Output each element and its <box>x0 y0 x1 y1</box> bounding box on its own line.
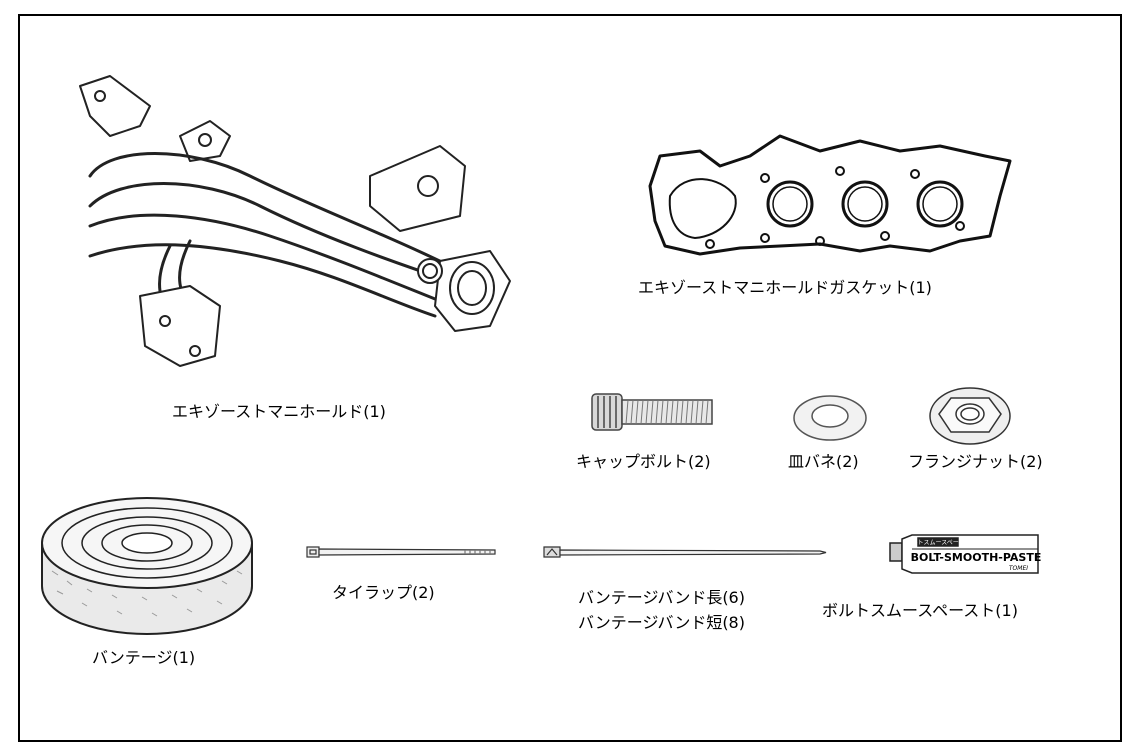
dish-spring-illustration <box>790 386 870 446</box>
bandage-label: バンテージ(1) <box>92 648 196 667</box>
paste-tube-illustration: ボルトスムースペースト BOLT-SMOOTH-PASTE TOMEI <box>888 529 1048 579</box>
gasket-illustration <box>640 126 1020 276</box>
cap-bolt-illustration <box>588 388 718 438</box>
bandage-band-illustration <box>540 543 830 563</box>
paste-tube-top-text: ボルトスムースペースト <box>906 539 971 547</box>
cap-bolt-label: キャップボルト(2) <box>576 452 711 471</box>
tie-wrap-label: タイラップ(2) <box>332 583 435 602</box>
tie-wrap-illustration <box>305 543 500 563</box>
dish-spring-label: 皿バネ(2) <box>788 452 859 471</box>
paste-tube-main-text: BOLT-SMOOTH-PASTE <box>911 551 1042 564</box>
gasket-label: エキゾーストマニホールドガスケット(1) <box>638 278 932 297</box>
flange-nut-label: フランジナット(2) <box>908 452 1043 471</box>
exhaust-manifold-illustration <box>70 66 550 386</box>
flange-nut-illustration <box>925 376 1015 448</box>
band-short-label: バンテージバンド短(8) <box>578 613 745 632</box>
band-long-label: バンテージバンド長(6) <box>578 588 745 607</box>
manifold-label: エキゾーストマニホールド(1) <box>172 402 386 421</box>
paste-tube-brand-text: TOMEI <box>1009 565 1028 572</box>
bandage-roll-illustration <box>32 491 262 641</box>
parts-list-frame: エキゾーストマニホールド(1) エキゾーストマニホールドガスケット(1) <box>18 14 1122 742</box>
paste-label: ボルトスムースペースト(1) <box>822 601 1018 620</box>
